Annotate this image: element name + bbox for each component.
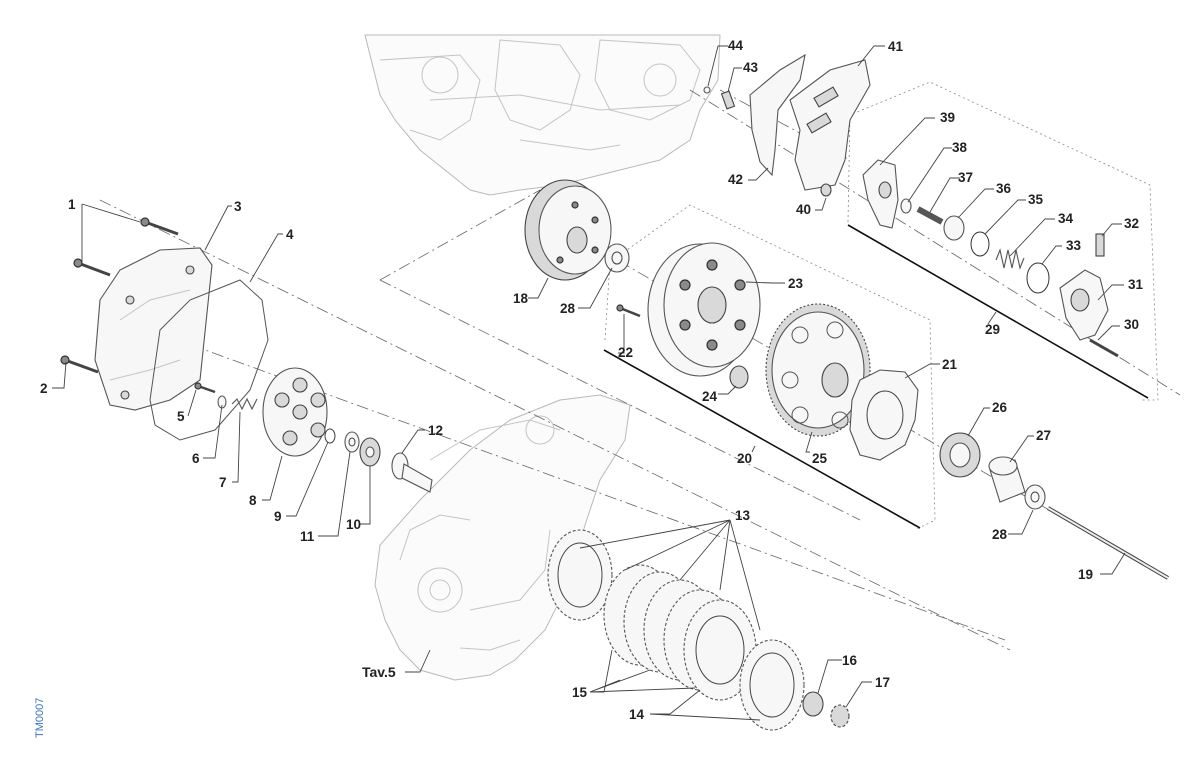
callout-28-lower: 28 bbox=[992, 527, 1008, 542]
screw-part-5 bbox=[194, 382, 216, 394]
callout-34: 34 bbox=[1058, 211, 1074, 226]
callout-15: 15 bbox=[572, 685, 588, 700]
screw-part-30 bbox=[1089, 338, 1119, 358]
washer-part-11 bbox=[344, 431, 360, 453]
callout-16: 16 bbox=[842, 653, 858, 668]
clutch-plate-friction-part-13 bbox=[547, 529, 613, 621]
cover-screw-part-2 bbox=[60, 355, 99, 374]
spring-part-34 bbox=[995, 248, 1025, 270]
callout-33: 33 bbox=[1066, 238, 1082, 253]
driven-gear-part-25 bbox=[765, 303, 871, 437]
circlip-part-9 bbox=[324, 428, 336, 444]
callout-25: 25 bbox=[812, 451, 828, 466]
needle-bearing-part-26 bbox=[939, 432, 981, 478]
pressure-plate-part-8 bbox=[262, 367, 328, 457]
clutch-plate-end-part-14 bbox=[739, 639, 805, 731]
callout-19: 19 bbox=[1078, 567, 1093, 582]
bracket-part-39 bbox=[862, 159, 899, 229]
leader-lines bbox=[52, 45, 1126, 721]
callout-3: 3 bbox=[234, 199, 242, 214]
callout-37: 37 bbox=[958, 170, 973, 185]
callout-38: 38 bbox=[952, 140, 968, 155]
callout-41: 41 bbox=[888, 39, 904, 54]
engine-crankcase-top bbox=[364, 34, 721, 196]
spacer-plate-part-21 bbox=[849, 369, 919, 461]
piston-part-36 bbox=[943, 215, 965, 241]
callout-13: 13 bbox=[735, 508, 751, 523]
reference-label: Tav.5 bbox=[362, 664, 396, 680]
thrust-washer-part-28-lower bbox=[1024, 484, 1046, 510]
callout-24: 24 bbox=[702, 389, 718, 404]
clutch-plate-stack bbox=[603, 564, 757, 701]
screw-part-22 bbox=[616, 304, 641, 318]
callout-23: 23 bbox=[788, 276, 804, 291]
callout-43: 43 bbox=[743, 60, 759, 75]
callout-28-upper: 28 bbox=[560, 301, 576, 316]
bearing-part-10 bbox=[359, 437, 381, 467]
gear-hub-part-24 bbox=[729, 365, 749, 389]
group-outline-29 bbox=[847, 81, 1159, 401]
callout-21: 21 bbox=[942, 357, 958, 372]
callout-26: 26 bbox=[992, 400, 1008, 415]
screw-part-40 bbox=[820, 183, 832, 197]
callout-5: 5 bbox=[177, 409, 185, 424]
callout-32: 32 bbox=[1124, 216, 1139, 231]
callout-30: 30 bbox=[1124, 317, 1139, 332]
thrust-washer-part-28-upper bbox=[604, 243, 630, 273]
callout-4: 4 bbox=[286, 227, 294, 242]
bushing-part-27 bbox=[988, 456, 1026, 503]
figure-code: TM0007 bbox=[34, 698, 46, 738]
callout-36: 36 bbox=[996, 181, 1012, 196]
callout-31: 31 bbox=[1128, 277, 1144, 292]
callout-17: 17 bbox=[875, 675, 890, 690]
callout-29: 29 bbox=[985, 322, 1000, 337]
bleed-valve-part-32 bbox=[1095, 233, 1105, 257]
callout-12: 12 bbox=[428, 423, 443, 438]
callout-40: 40 bbox=[796, 202, 811, 217]
callout-6: 6 bbox=[192, 451, 200, 466]
cover-screw-part-1a bbox=[140, 217, 179, 236]
callout-10: 10 bbox=[346, 517, 361, 532]
callout-22: 22 bbox=[618, 345, 633, 360]
callout-42: 42 bbox=[728, 172, 743, 187]
callout-27: 27 bbox=[1036, 428, 1051, 443]
washer-part-44 bbox=[703, 86, 711, 94]
seal-part-38 bbox=[900, 198, 912, 214]
callout-2: 2 bbox=[40, 381, 48, 396]
callout-8: 8 bbox=[249, 493, 257, 508]
callout-14: 14 bbox=[629, 707, 645, 722]
callout-20: 20 bbox=[737, 451, 752, 466]
chain-guide-bracket-part-42 bbox=[749, 53, 806, 177]
pushrod-part-19 bbox=[1046, 506, 1170, 580]
group-outline-20 bbox=[603, 204, 936, 531]
callout-35: 35 bbox=[1028, 192, 1044, 207]
callout-7: 7 bbox=[219, 475, 227, 490]
callout-39: 39 bbox=[940, 110, 955, 125]
primary-gear-part-18 bbox=[524, 179, 612, 281]
slave-cylinder-part-31 bbox=[1059, 269, 1109, 341]
oring-part-33 bbox=[1026, 262, 1050, 294]
hub-nut-part-16 bbox=[802, 691, 824, 717]
chain-guide-part-41 bbox=[789, 59, 871, 191]
pin-part-37 bbox=[916, 206, 944, 225]
callout-11: 11 bbox=[300, 529, 315, 544]
cover-gasket-part-4 bbox=[149, 279, 269, 441]
pushrod-mushroom-part-12 bbox=[391, 452, 433, 493]
oring-part-35 bbox=[970, 231, 990, 257]
lock-washer-part-17 bbox=[830, 704, 850, 728]
callout-9: 9 bbox=[274, 509, 282, 524]
callout-44: 44 bbox=[728, 38, 744, 53]
callout-1: 1 bbox=[68, 197, 76, 212]
spring-part-7 bbox=[231, 397, 258, 411]
clutch-basket-part-23 bbox=[647, 242, 761, 377]
cover-screw-part-1b bbox=[73, 258, 111, 277]
callout-labels: 1 2 3 4 5 6 7 8 9 11 10 12 13 15 14 16 1… bbox=[40, 38, 1144, 722]
callout-18: 18 bbox=[513, 291, 529, 306]
clutch-cover-part-3 bbox=[94, 247, 213, 411]
pin-part-43 bbox=[720, 90, 736, 110]
